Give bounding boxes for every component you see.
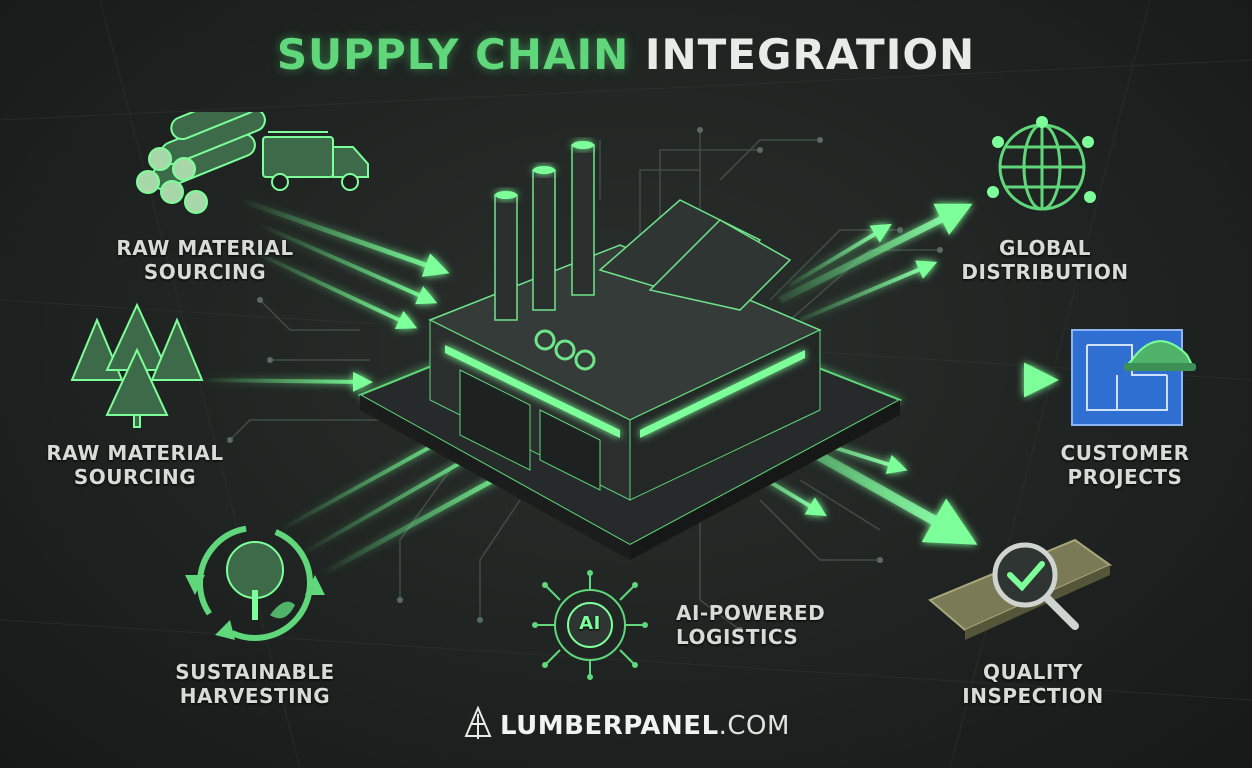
recycle-tree-icon: [185, 525, 325, 641]
node-global-distribution: GLOBAL DISTRIBUTION: [940, 236, 1150, 284]
title-part-2: INTEGRATION: [644, 30, 976, 79]
node-label-line: SOURCING: [73, 465, 197, 489]
title-part-1: SUPPLY CHAIN: [276, 30, 630, 79]
node-label-line: HARVESTING: [179, 684, 331, 708]
node-label-line: INSPECTION: [962, 684, 1104, 708]
node-raw-material-top: RAW MATERIAL SOURCING: [100, 236, 310, 284]
ai-chip-icon: [532, 570, 648, 680]
node-quality-inspection: QUALITY INSPECTION: [928, 660, 1138, 708]
blueprint-helmet-icon: [1071, 329, 1196, 426]
ai-badge-text: AI: [579, 613, 601, 634]
node-label-line: AI-POWERED: [676, 601, 826, 625]
node-label-line: RAW MATERIAL: [116, 236, 294, 260]
node-label-line: PROJECTS: [1067, 465, 1183, 489]
trees-icon: [70, 302, 204, 428]
node-label-line: RAW MATERIAL: [46, 441, 224, 465]
node-label-line: QUALITY: [983, 660, 1083, 684]
node-raw-material-mid: RAW MATERIAL SOURCING: [30, 441, 240, 489]
brand-name: LUMBERPANEL: [500, 711, 719, 741]
node-label-line: DISTRIBUTION: [961, 260, 1129, 284]
brand-domain: .COM: [718, 711, 790, 741]
node-customer-projects: CUSTOMER PROJECTS: [1020, 441, 1230, 489]
tree-logo-icon: [464, 706, 492, 739]
node-label-line: SOURCING: [143, 260, 267, 284]
node-label-line: CUSTOMER: [1060, 441, 1190, 465]
node-label-line: SUSTAINABLE: [175, 660, 335, 684]
factory: [357, 141, 903, 560]
node-ai-logistics: AI-POWERED LOGISTICS: [676, 601, 846, 649]
node-label-line: GLOBAL: [999, 236, 1091, 260]
node-label-line: LOGISTICS: [676, 625, 799, 649]
globe-network-icon: [987, 116, 1096, 211]
logs-truck-icon: [136, 112, 369, 214]
node-sustainable-harvesting: SUSTAINABLE HARVESTING: [150, 660, 360, 708]
page-title: SUPPLY CHAIN INTEGRATION: [0, 30, 1252, 79]
footer-brand: LUMBERPANEL.COM: [0, 706, 1252, 741]
quality-inspection-icon: [928, 538, 1112, 640]
